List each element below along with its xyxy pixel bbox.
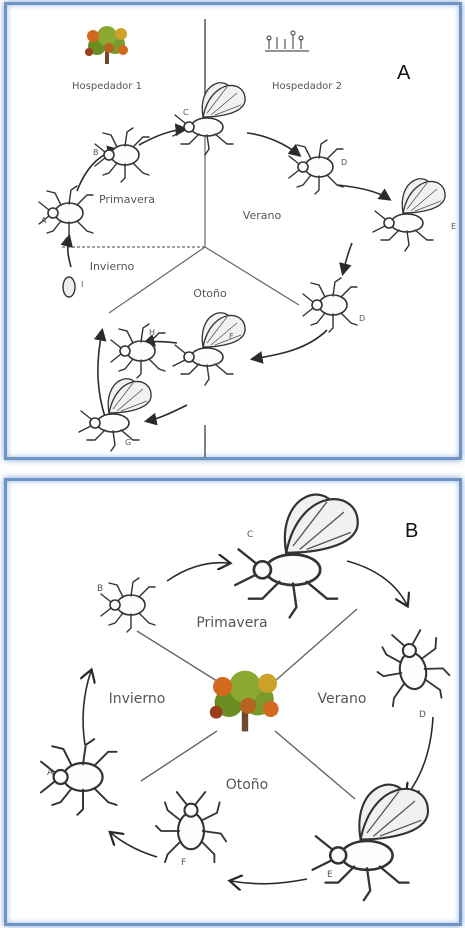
stage-e-label-b: E xyxy=(327,870,333,880)
stage-h: H xyxy=(111,324,165,378)
stage-i-egg: I xyxy=(63,277,83,297)
panel-a-diagram: Hospedador 1 Hospedador 2 A Primavera Ve… xyxy=(7,5,459,457)
season-summer-b: Verano xyxy=(318,691,367,707)
season-summer: Verano xyxy=(243,209,282,222)
season-spring: Primavera xyxy=(99,193,155,206)
panel-b-monoecious-cycle: B Primavera Verano Invierno Otoño B C D … xyxy=(4,478,462,926)
season-dividers xyxy=(61,95,299,313)
stage-d-upper: D xyxy=(289,140,347,194)
stage-g-label: G xyxy=(125,438,131,447)
panel-b-letter: B xyxy=(405,520,418,542)
stage-b-b: B xyxy=(97,578,155,632)
stage-d-lower-label: D xyxy=(359,314,365,323)
stage-c-label-b: C xyxy=(247,530,253,540)
stage-h-label: H xyxy=(149,328,155,337)
panel-a-heteroecious-cycle: Hospedador 1 Hospedador 2 A Primavera Ve… xyxy=(4,2,462,460)
stage-g: G xyxy=(79,379,151,451)
stage-b-label: B xyxy=(93,148,99,157)
stage-a-label: A xyxy=(41,216,47,225)
stage-a-label-b: A xyxy=(47,768,54,778)
season-spring-b: Primavera xyxy=(196,615,267,631)
stage-f-label-b: F xyxy=(181,858,186,868)
stage-f: F xyxy=(173,313,245,385)
stage-e: E xyxy=(373,179,456,251)
host-2-plant-icon xyxy=(265,31,309,51)
season-winter-b: Invierno xyxy=(109,691,166,707)
panel-a-letter: A xyxy=(397,62,411,84)
stage-d-lower: D xyxy=(303,278,365,332)
season-winter: Invierno xyxy=(90,260,135,273)
stage-b-label-b: B xyxy=(97,584,103,594)
stage-e-label: E xyxy=(451,222,456,231)
stage-a: A xyxy=(39,186,93,240)
stage-i-label: I xyxy=(81,280,83,289)
host-1-label: Hospedador 1 xyxy=(72,81,142,92)
stage-d-upper-label: D xyxy=(341,158,347,167)
panel-b-diagram: B Primavera Verano Invierno Otoño B C D … xyxy=(7,481,459,923)
stage-a-b: A xyxy=(41,739,117,815)
host-2-label: Hospedador 2 xyxy=(272,81,342,92)
stage-b: B xyxy=(93,128,149,182)
season-autumn: Otoño xyxy=(193,287,227,300)
stage-e-b: E xyxy=(313,785,428,901)
cycle-arrows xyxy=(68,129,389,421)
stage-c-b: C xyxy=(235,495,358,618)
season-autumn-b: Otoño xyxy=(226,777,269,793)
stage-d-b: D xyxy=(372,626,453,720)
stage-c: C xyxy=(173,83,245,155)
stage-f-label: F xyxy=(229,332,234,341)
stage-c-label: C xyxy=(183,108,189,117)
host-tree-icon xyxy=(210,671,279,732)
stage-d-label-b: D xyxy=(419,710,426,720)
stage-f-b: F xyxy=(156,792,226,868)
host-1-tree-icon xyxy=(85,26,128,64)
